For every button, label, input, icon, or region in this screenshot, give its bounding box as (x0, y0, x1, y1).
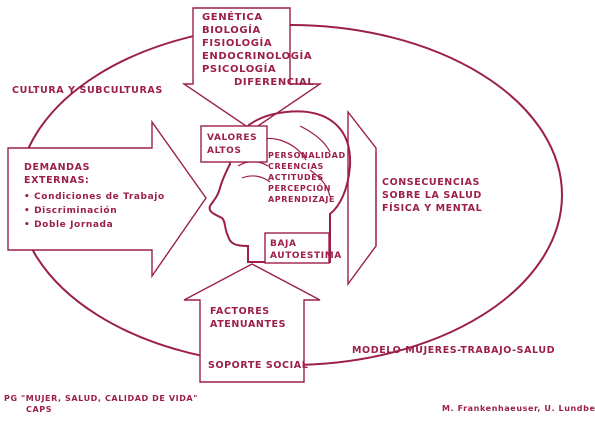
consequences-line: CONSECUENCIAS (382, 177, 480, 188)
top-arrow (181, 7, 323, 131)
footer-left-line: CAPS (26, 405, 52, 414)
self-esteem-box (264, 232, 330, 264)
culture-label: CULTURA Y SUBCULTURAS (12, 85, 163, 96)
right-arrow (347, 109, 377, 287)
head-list-text: PERSONALIDAD CREENCIAS ACTITUDES PERCEPC… (268, 151, 349, 204)
head-outline (208, 110, 352, 263)
self-esteem-text: BAJA AUTOESTIMA (270, 239, 342, 261)
consequences-line: FÍSICA Y MENTAL (382, 202, 482, 214)
footer-right: M. Frankenhaeuser, U. Lundberg (442, 404, 595, 413)
brain-folds (299, 125, 331, 197)
top-line: BIOLOGÍA (202, 23, 261, 36)
head-list-item: APRENDIZAJE (268, 195, 335, 204)
top-line: PSICOLOGÍA (202, 62, 276, 75)
top-line: DIFERENCIAL (234, 77, 314, 88)
head-list-item: PERCEPCIÓN (268, 182, 331, 193)
top-line: GENÉTICA (202, 10, 263, 23)
consequences-text: CONSECUENCIAS SOBRE LA SALUD FÍSICA Y ME… (382, 177, 486, 214)
bottom-arrow (183, 263, 321, 383)
head-list-item: PERSONALIDAD (268, 151, 346, 160)
top-line: FISIOLOGÍA (202, 36, 272, 49)
consequences-line: SOBRE LA SALUD (382, 190, 482, 201)
self-esteem-line: AUTOESTIMA (270, 251, 342, 261)
values-text: VALORES ALTOS (207, 133, 261, 156)
head-list-item: ACTITUDES (268, 173, 324, 182)
self-esteem-line: BAJA (270, 239, 297, 249)
demand-item: • Doble Jornada (24, 220, 113, 230)
demands-title: DEMANDAS (24, 162, 90, 173)
top-line: ENDOCRINOLOGÍA (202, 49, 312, 62)
factors-line: FACTORES (210, 306, 270, 317)
model-label: MODELO MUJERES-TRABAJO-SALUD (352, 345, 555, 356)
footer-left-line: PG "MUJER, SALUD, CALIDAD DE VIDA" (4, 394, 198, 403)
head-list-item: CREENCIAS (268, 162, 324, 171)
demand-item: • Discriminación (24, 205, 117, 216)
support-text: SOPORTE SOCIAL (208, 360, 308, 371)
values-line: VALORES (207, 133, 257, 143)
demands-items: • Condiciones de Trabajo • Discriminació… (24, 192, 168, 230)
demand-item: • Condiciones de Trabajo (24, 192, 165, 202)
values-box (200, 125, 268, 163)
demands-text: DEMANDAS EXTERNAS: (24, 162, 94, 186)
left-arrow (7, 119, 207, 279)
values-line: ALTOS (207, 146, 241, 156)
factors-text: FACTORES ATENUANTES (210, 306, 286, 330)
top-text: GENÉTICA BIOLOGÍA FISIOLOGÍA ENDOCRINOLO… (202, 10, 316, 88)
demands-title: EXTERNAS: (24, 175, 89, 186)
factors-line: ATENUANTES (210, 319, 286, 330)
footer-left: PG "MUJER, SALUD, CALIDAD DE VIDA" CAPS (4, 394, 201, 414)
